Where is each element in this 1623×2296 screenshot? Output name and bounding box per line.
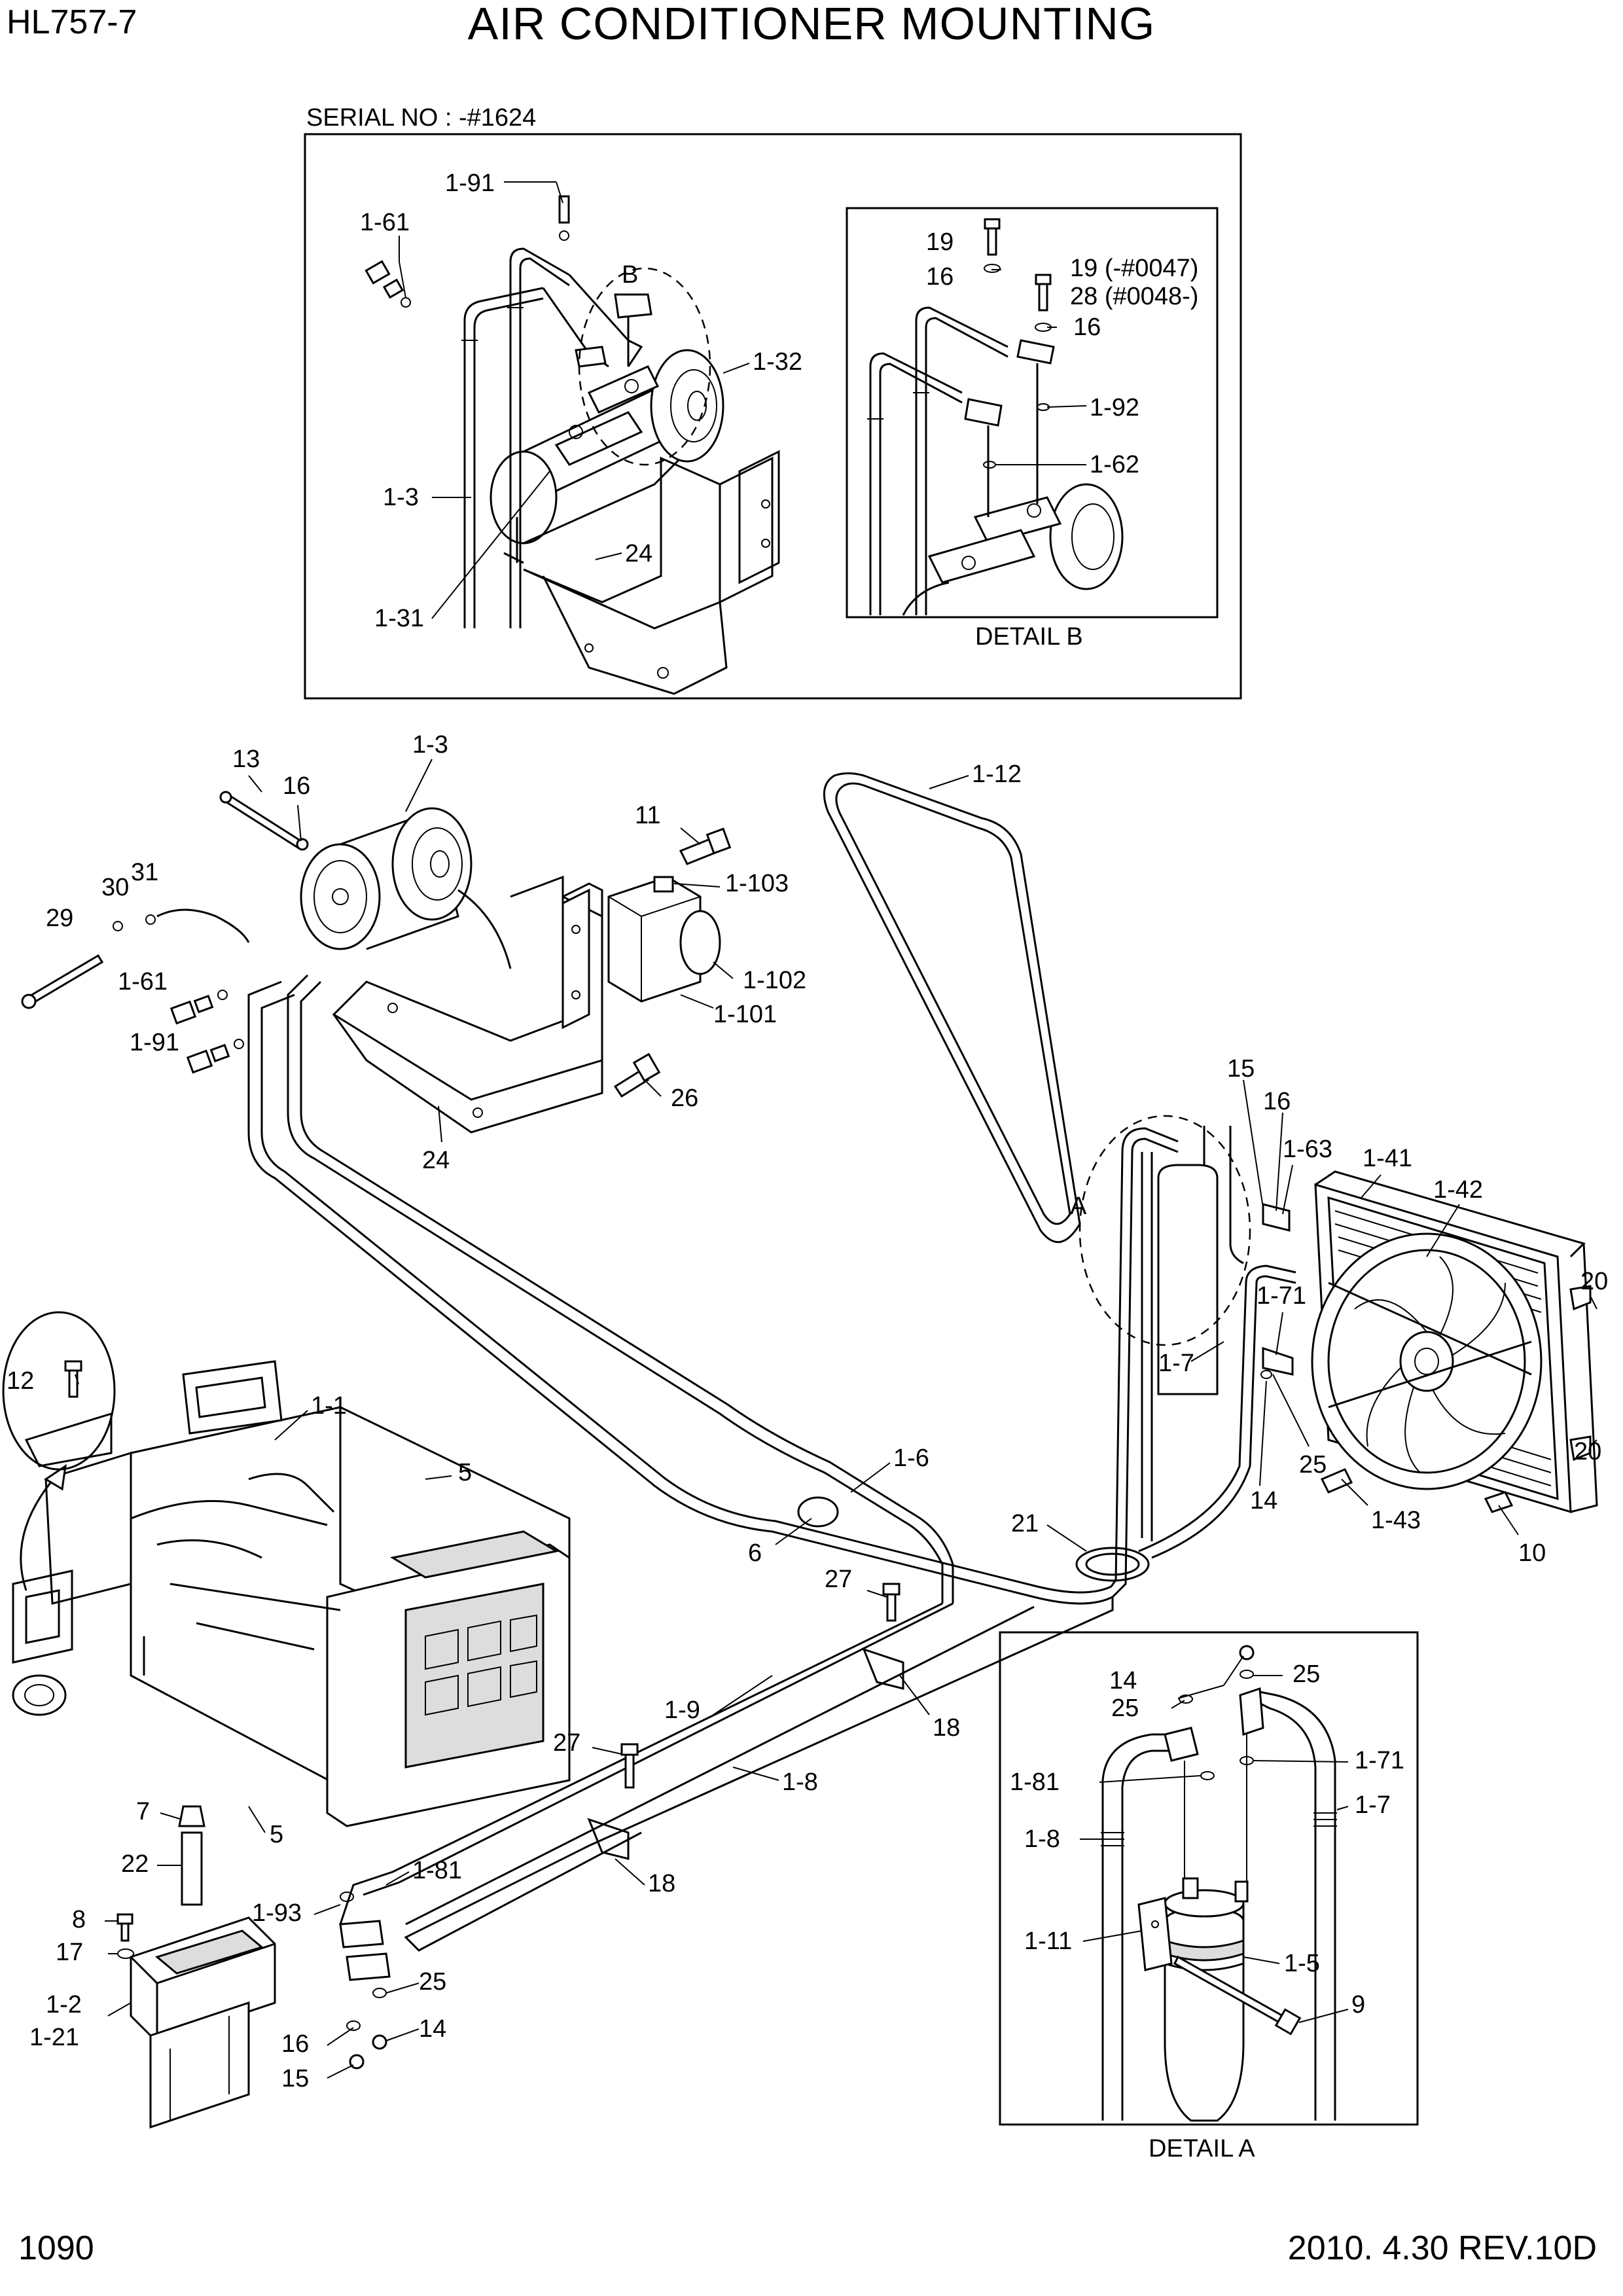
label-1-102: 1-102	[743, 967, 806, 994]
detail-b-label-1-62: 1-62	[1090, 451, 1139, 478]
detail-a-label-14: 14	[1109, 1667, 1137, 1695]
label-1-81: 1-81	[412, 1857, 462, 1884]
label-1-61: 1-61	[118, 968, 168, 996]
model-code: HL757-7	[7, 3, 137, 41]
detail-b-label-19-note: 19 (-#0047)	[1070, 255, 1198, 282]
detail-a-label-1-8: 1-8	[1024, 1825, 1060, 1853]
inset-compressor-drawing	[365, 195, 780, 695]
label-14: 14	[1250, 1487, 1277, 1515]
detail-b-label-1-92: 1-92	[1090, 394, 1139, 422]
label-1-63: 1-63	[1283, 1136, 1332, 1163]
label-5b: 5	[270, 1821, 283, 1848]
page-number: 1090	[18, 2229, 94, 2267]
label-15b: 15	[281, 2065, 309, 2092]
label-1-103: 1-103	[725, 870, 789, 897]
label-1-91: 1-91	[130, 1029, 179, 1056]
label-1-21: 1-21	[29, 2024, 79, 2051]
detail-b-label-16a: 16	[926, 263, 954, 291]
label-15: 15	[1227, 1055, 1255, 1083]
label-18b: 18	[648, 1870, 675, 1897]
detail-a-marker: A	[1070, 1193, 1087, 1220]
detail-a-caption: DETAIL A	[1149, 2135, 1255, 2162]
detail-a-label-1-5: 1-5	[1284, 1950, 1320, 1977]
label-30: 30	[101, 874, 129, 901]
label-21: 21	[1011, 1510, 1039, 1537]
detail-a-label-1-81: 1-81	[1010, 1768, 1060, 1796]
label-25b: 25	[419, 1968, 446, 1996]
detail-b-callout-circle	[578, 267, 711, 466]
label-29: 29	[46, 905, 73, 932]
label-13: 13	[232, 745, 260, 773]
label-1-101: 1-101	[713, 1001, 777, 1028]
label-8: 8	[72, 1906, 86, 1933]
detail-b-marker: B	[622, 261, 638, 289]
inset-label-1-61: 1-61	[360, 209, 410, 236]
detail-b-caption: DETAIL B	[975, 623, 1083, 651]
inset-label-1-3: 1-3	[383, 484, 419, 511]
detail-a-label-25a: 25	[1293, 1660, 1320, 1688]
label-5a: 5	[458, 1459, 472, 1486]
label-1-2: 1-2	[46, 1991, 82, 2018]
label-1-8: 1-8	[782, 1768, 818, 1796]
label-1-93: 1-93	[252, 1899, 302, 1927]
label-20a: 20	[1580, 1268, 1608, 1295]
label-11: 11	[635, 802, 660, 829]
label-26: 26	[671, 1085, 698, 1112]
label-31: 31	[131, 859, 158, 886]
label-1-42: 1-42	[1433, 1176, 1483, 1204]
detail-b-frame	[846, 207, 1219, 619]
serial-caption: SERIAL NO : -#1624	[306, 104, 536, 132]
detail-a-label-1-11: 1-11	[1024, 1928, 1072, 1955]
detail-a-callout-circle	[1079, 1115, 1251, 1346]
label-12: 12	[7, 1367, 34, 1395]
label-24: 24	[422, 1147, 450, 1174]
label-18a: 18	[933, 1714, 960, 1742]
label-1-71: 1-71	[1257, 1282, 1306, 1310]
detail-a-frame	[999, 1631, 1419, 2126]
label-16-top: 16	[283, 772, 310, 800]
detail-a-label-1-71: 1-71	[1355, 1747, 1404, 1774]
serial-inset: SERIAL NO : -#1624	[304, 104, 1242, 700]
label-1-6: 1-6	[893, 1444, 929, 1472]
label-1-3: 1-3	[412, 731, 448, 759]
label-1-7: 1-7	[1158, 1350, 1194, 1377]
detail-b-label-16b: 16	[1073, 314, 1101, 341]
label-6: 6	[748, 1539, 762, 1567]
label-27a: 27	[825, 1566, 852, 1593]
detail-b-box: 19 16 19 (-#0047) 28 (#0048-) 16 1-92 1-…	[846, 207, 1219, 651]
inset-label-1-32: 1-32	[753, 348, 802, 376]
page-title: AIR CONDITIONER MOUNTING	[467, 0, 1156, 49]
label-1-12: 1-12	[972, 761, 1022, 788]
detail-a-label-1-7: 1-7	[1355, 1791, 1391, 1819]
main-drawing: A	[2, 731, 1608, 2129]
label-17: 17	[56, 1939, 83, 1966]
revision-note: 2010. 4.30 REV.10D	[1287, 2229, 1597, 2267]
label-22: 22	[121, 1850, 149, 1878]
detail-a-box: 14 25 25 1-81 1-71 1-8 1-7 1-11 1-5 9	[999, 1631, 1419, 2126]
label-25: 25	[1299, 1451, 1327, 1479]
detail-a-label-9: 9	[1351, 1991, 1365, 2018]
inset-label-1-91: 1-91	[445, 170, 495, 197]
label-1-9: 1-9	[664, 1696, 700, 1724]
label-1-43: 1-43	[1371, 1507, 1421, 1534]
serial-inset-frame	[304, 133, 1242, 700]
detail-b-label-28-note: 28 (#0048-)	[1070, 283, 1198, 310]
label-27b: 27	[553, 1729, 580, 1757]
detail-b-label-19: 19	[926, 228, 954, 256]
detail-a-label-25b: 25	[1111, 1695, 1139, 1722]
label-7: 7	[136, 1798, 150, 1825]
inset-label-1-31: 1-31	[374, 605, 424, 632]
label-20b: 20	[1574, 1438, 1601, 1465]
label-1-1: 1-1	[311, 1392, 347, 1420]
label-16-r: 16	[1263, 1088, 1291, 1115]
label-16b: 16	[281, 2030, 309, 2058]
inset-label-24: 24	[625, 540, 652, 567]
label-10: 10	[1518, 1539, 1546, 1567]
label-14b: 14	[419, 2015, 446, 2043]
label-1-41: 1-41	[1363, 1145, 1412, 1172]
